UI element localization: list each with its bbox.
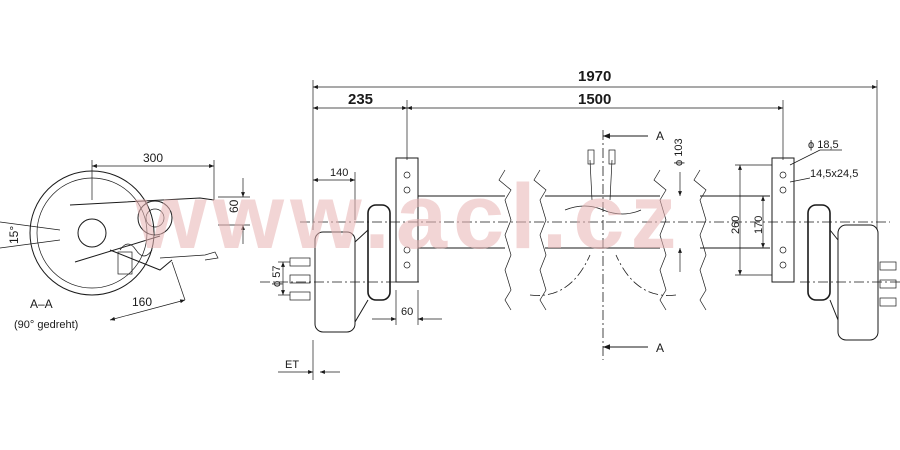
cam-shaft-inner xyxy=(145,208,165,228)
dim-260: 260 xyxy=(730,216,742,234)
section-note: (90° gedreht) xyxy=(14,319,78,331)
detail-dimensions: A A ϕ 103 260 170 ϕ 18,5 14,5x24,5 ϕ 57 … xyxy=(271,129,858,380)
watermark: www.acl.cz xyxy=(134,166,682,268)
section-view-a-a: 300 60 15° 160 A–A (90° gedreht) xyxy=(0,151,250,331)
wheel-bolt-4 xyxy=(879,261,897,271)
dim-1500: 1500 xyxy=(578,91,611,108)
right-brake-drum xyxy=(807,204,831,301)
bracket-hole xyxy=(403,171,411,179)
bracket-hole xyxy=(403,246,411,254)
brake-hub-center xyxy=(77,218,107,248)
dim-line-160 xyxy=(109,299,186,321)
cable-guides xyxy=(564,159,642,215)
section-label: A–A xyxy=(30,297,53,311)
dim-et: ET xyxy=(285,359,299,371)
leader-d18 xyxy=(789,149,821,166)
wheel-bolt-2 xyxy=(289,274,311,284)
brake-lever-lines xyxy=(69,197,215,271)
break-mark-3 xyxy=(653,169,667,311)
dim-60-side: 60 xyxy=(227,199,241,213)
dim-300: 300 xyxy=(143,151,163,165)
right-hub-outer xyxy=(837,224,879,341)
cable-paths xyxy=(529,254,677,296)
dim-60-bottom: 60 xyxy=(401,306,413,318)
axle-body xyxy=(260,130,900,360)
cam-shaft-outer xyxy=(137,200,173,236)
section-marker-top: A xyxy=(656,129,664,143)
cable-end-left xyxy=(587,149,595,165)
top-dimensions: 1970 235 1500 140 xyxy=(312,68,878,230)
bracket-hole xyxy=(779,261,787,269)
dim-140: 140 xyxy=(330,167,348,179)
right-mount-bracket xyxy=(771,157,795,283)
dim-1970: 1970 xyxy=(578,68,611,85)
left-hub-taper xyxy=(354,229,369,323)
section-marker-bottom: A xyxy=(656,341,664,355)
break-mark-1 xyxy=(498,169,512,311)
left-brake-drum xyxy=(367,204,391,301)
bracket-hole xyxy=(403,186,411,194)
dim-d57: ϕ 57 xyxy=(271,266,283,287)
dim-d103: ϕ 103 xyxy=(673,138,685,166)
left-mount-bracket xyxy=(395,157,419,283)
bracket-hole xyxy=(779,186,787,194)
break-mark-4 xyxy=(693,169,707,311)
break-mark-2 xyxy=(533,169,547,311)
wheel-bolt-6 xyxy=(879,297,897,307)
brake-cable-end xyxy=(159,251,219,261)
dim-slot: 14,5x24,5 xyxy=(810,168,858,180)
bracket-hole xyxy=(403,261,411,269)
dim-15-deg: 15° xyxy=(7,226,21,244)
dim-d18-5: ϕ 18,5 xyxy=(808,139,839,151)
wheel-bolt-5 xyxy=(879,279,897,289)
bracket-hole xyxy=(779,246,787,254)
brake-shoe-block xyxy=(117,251,133,275)
dim-170: 170 xyxy=(753,216,765,234)
right-hub-taper xyxy=(829,229,839,321)
cable-end-right xyxy=(608,149,616,165)
dim-235: 235 xyxy=(348,91,373,108)
spring-coil xyxy=(119,243,153,257)
wheel-bolt-3 xyxy=(289,291,311,301)
dim-160: 160 xyxy=(132,295,152,309)
bracket-hole xyxy=(779,171,787,179)
